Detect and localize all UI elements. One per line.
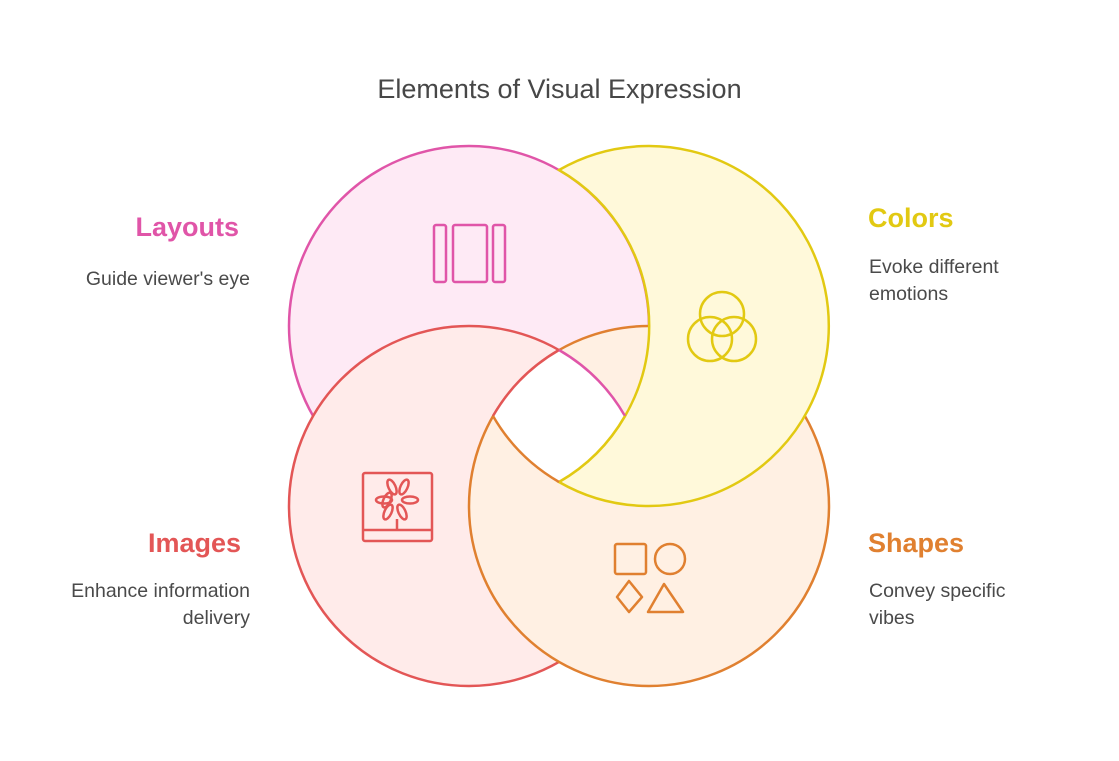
- center-overlap: [493, 350, 625, 482]
- color-circles-icon: [686, 290, 758, 363]
- diagram-title: Elements of Visual Expression: [377, 74, 742, 104]
- shapes-description: Convey specific vibes: [869, 580, 1006, 629]
- center-edge-yellow: [558, 415, 627, 484]
- columns-layout-icon: [432, 223, 507, 284]
- center-edge-red: [491, 348, 560, 417]
- shapes-icon: [613, 542, 687, 614]
- images-description: Enhance information delivery: [71, 580, 250, 629]
- center-edge-pink: [558, 348, 627, 417]
- colors-crescent: [556, 144, 831, 508]
- picture-flower-icon: [361, 471, 434, 543]
- center-edge-orange: [491, 415, 560, 484]
- shapes-label: Shapes: [868, 528, 965, 558]
- images-label: Images: [147, 528, 241, 558]
- layouts-description: Guide viewer's eye: [85, 268, 250, 290]
- colors-description: Evoke different emotions: [869, 256, 999, 305]
- layouts-label: Layouts: [135, 212, 239, 242]
- colors-label: Colors: [868, 203, 954, 233]
